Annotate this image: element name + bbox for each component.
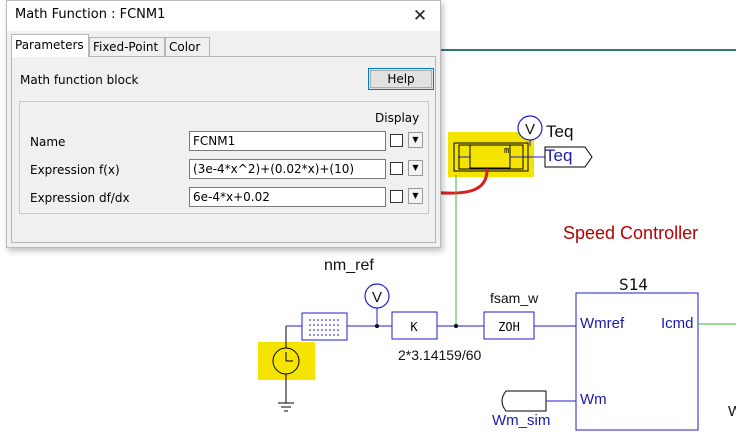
- expression-fx-display-checkbox[interactable]: [390, 162, 403, 175]
- math-function-block[interactable]: m: [453, 142, 545, 172]
- parameters-panel: Math function block Help Display Name FC…: [11, 56, 436, 243]
- math-function-dialog: Math Function : FCNM1 ✕ Parameters Fixed…: [6, 0, 441, 248]
- edge-fragment-label: W: [728, 403, 736, 420]
- expression-dfdx-dropdown-button[interactable]: ▼: [408, 188, 423, 204]
- svg-text:V: V: [372, 289, 382, 306]
- teq-probe-label: Teq: [546, 122, 574, 141]
- gain-value-label: 2*3.14159/60: [398, 347, 482, 363]
- name-label: Name: [30, 135, 66, 149]
- zoh-block[interactable]: ZOH: [483, 311, 535, 340]
- expression-fx-dropdown-button[interactable]: ▼: [408, 160, 423, 176]
- expression-fx-field[interactable]: (3e-4*x^2)+(0.02*x)+(10): [189, 159, 386, 179]
- section-title: Speed Controller: [563, 223, 699, 243]
- gain-block[interactable]: K: [391, 311, 438, 340]
- voltmeter-nm-ref[interactable]: V: [364, 283, 390, 309]
- controller-input-wmref: Wmref: [580, 315, 625, 332]
- clock-source[interactable]: [272, 325, 302, 412]
- block-description: Math function block: [20, 73, 139, 87]
- parameters-group: Display Name FCNM1 ▼ Expression f(x) (3e…: [19, 101, 429, 214]
- controller-input-wm: Wm: [580, 391, 607, 408]
- dialog-title: Math Function : FCNM1: [15, 7, 166, 22]
- controller-output-icmd: Icmd: [661, 315, 694, 332]
- svg-text:ZOH: ZOH: [498, 320, 520, 334]
- expression-fx-label: Expression f(x): [30, 163, 120, 177]
- teq-port-label: Teq: [545, 146, 573, 165]
- tab-parameters[interactable]: Parameters: [11, 34, 89, 57]
- nm-ref-label: nm_ref: [324, 257, 374, 274]
- name-display-checkbox[interactable]: [390, 134, 403, 147]
- name-dropdown-button[interactable]: ▼: [408, 132, 423, 148]
- help-button[interactable]: Help: [368, 68, 434, 90]
- expression-dfdx-display-checkbox[interactable]: [390, 190, 403, 203]
- lookup-table-block[interactable]: [301, 312, 348, 341]
- svg-text:K: K: [410, 320, 418, 334]
- teq-output-port[interactable]: [544, 146, 593, 168]
- controller-name: S14: [619, 275, 648, 294]
- speed-controller-block[interactable]: [575, 292, 699, 431]
- name-field[interactable]: FCNM1: [189, 131, 386, 151]
- display-column-header: Display: [375, 111, 420, 125]
- wm-sim-label: Wm_sim: [492, 412, 551, 429]
- wm-sim-input-port[interactable]: [501, 390, 547, 412]
- math-block-glyph: m: [504, 146, 509, 156]
- svg-text:V: V: [525, 121, 535, 138]
- tab-color[interactable]: Color: [165, 37, 210, 56]
- zoh-label: fsam_w: [490, 290, 539, 306]
- close-icon[interactable]: ✕: [412, 6, 428, 26]
- expression-dfdx-field[interactable]: 6e-4*x+0.02: [189, 187, 386, 207]
- voltmeter-teq[interactable]: V: [517, 115, 543, 146]
- dialog-titlebar[interactable]: Math Function : FCNM1 ✕: [7, 1, 440, 31]
- expression-dfdx-label: Expression df/dx: [30, 191, 130, 205]
- tab-fixed-point[interactable]: Fixed-Point: [89, 37, 165, 56]
